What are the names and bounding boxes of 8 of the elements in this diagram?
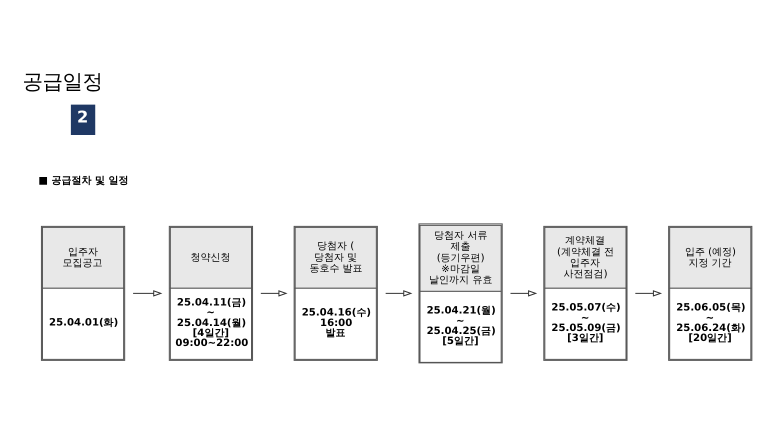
arrow [510,290,538,296]
arrow [260,290,288,296]
label: ■ 공급절차 및 일정 [38,174,129,186]
label: 2 [76,107,88,126]
arrow [635,290,662,296]
arrow [386,290,412,296]
diagram-title: 공급일정 [22,68,103,93]
arrow [133,290,162,296]
